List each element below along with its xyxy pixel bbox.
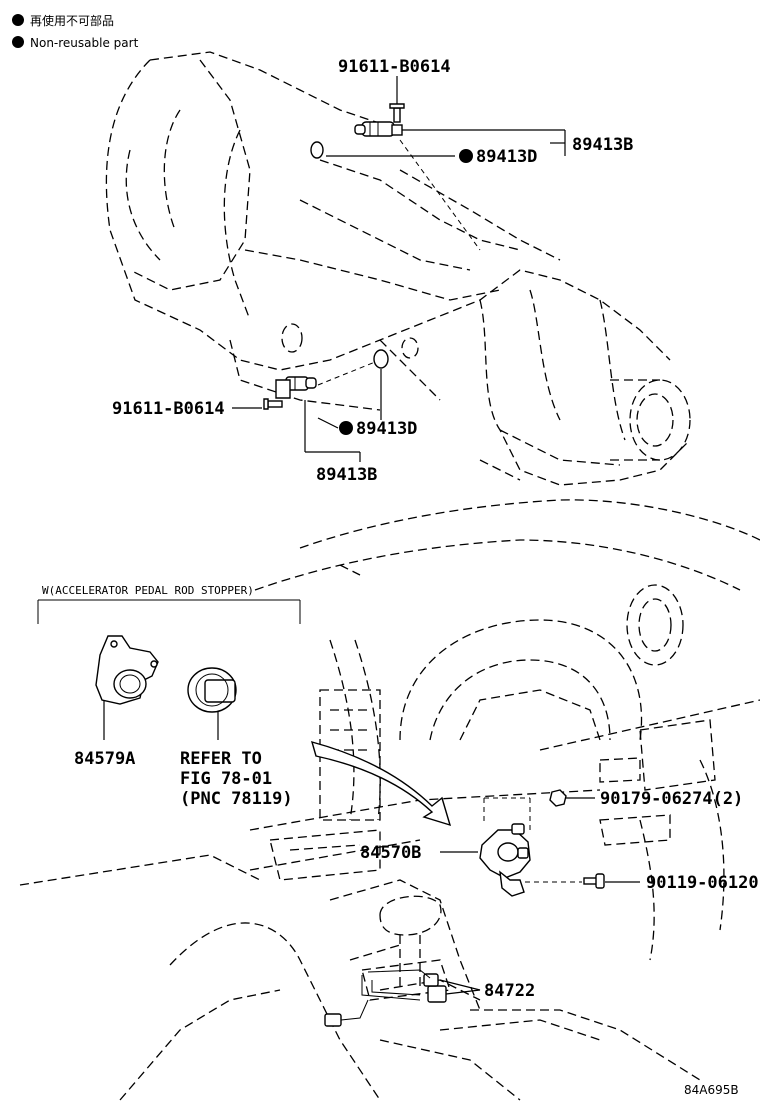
- direction-arrow-icon: [310, 741, 452, 827]
- refer-line-2: FIG 78-01: [180, 769, 272, 789]
- oring-lower-label: 89413D: [356, 419, 417, 439]
- transmission-housing: [105, 51, 691, 486]
- sensor-lower-group-label: 89413B: [316, 465, 377, 485]
- lower-speed-sensor: [263, 349, 389, 410]
- non-reusable-dot-icon: [12, 36, 24, 48]
- bolt-lower-label: 91611-B0614: [112, 399, 225, 419]
- upper-leaders: [326, 76, 566, 251]
- legend-english: Non-reusable part: [30, 36, 139, 50]
- switch-assy-label: 84570B: [360, 843, 421, 863]
- screw-label: 90119-06120: [646, 873, 759, 893]
- oring-upper-label: 89413D: [476, 147, 537, 167]
- non-reusable-dot-icon: [339, 421, 353, 435]
- legend-japanese: 再使用不可部品: [30, 13, 114, 28]
- clip-label: 90179-06274(2): [600, 789, 743, 809]
- refer-line-1: REFER TO: [180, 749, 262, 769]
- callout-title: W(ACCELERATOR PEDAL ROD STOPPER): [42, 584, 254, 597]
- refer-line-3: (PNC 78119): [180, 789, 293, 809]
- pedal-switch-assembly: [479, 789, 605, 897]
- wire-harness: [324, 969, 481, 1027]
- harness-label: 84722: [484, 981, 535, 1001]
- legend: 再使用不可部品 Non-reusable part: [12, 13, 139, 50]
- lower-leaders: [232, 361, 382, 462]
- figure-id: 84A695B: [684, 1083, 739, 1097]
- sensor-upper-group-label: 89413B: [572, 135, 633, 155]
- bolt-upper-label: 91611-B0614: [338, 57, 451, 77]
- upper-speed-sensor: [310, 103, 405, 159]
- non-reusable-dot-icon: [12, 14, 24, 26]
- stopper-part-label: 84579A: [74, 749, 135, 769]
- stopper-callout: W(ACCELERATOR PEDAL ROD STOPPER): [37, 584, 301, 740]
- switch-leaders: [440, 797, 640, 883]
- non-reusable-dot-icon: [459, 149, 473, 163]
